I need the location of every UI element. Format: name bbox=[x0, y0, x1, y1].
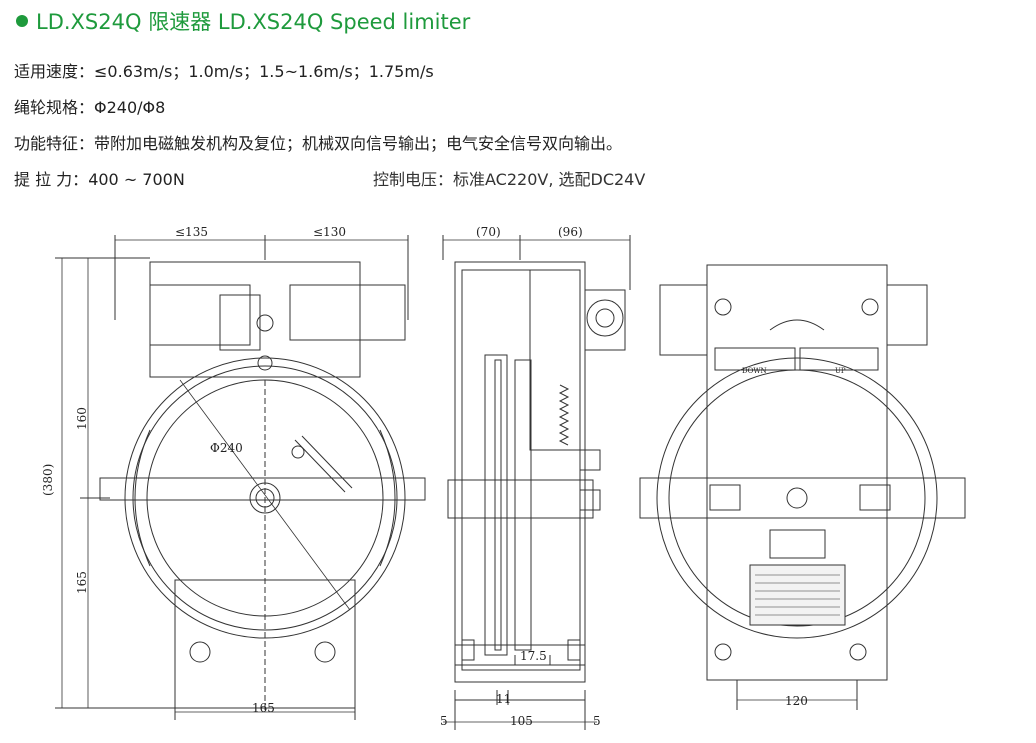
dim-side-left: (70) bbox=[476, 225, 501, 239]
spec-speed: 适用速度：≤0.63m/s；1.0m/s；1.5~1.6m/s；1.75m/s bbox=[14, 58, 434, 82]
dim-side-base: 105 bbox=[510, 714, 533, 728]
spec-voltage: 控制电压：标准AC220V, 选配DC24V bbox=[373, 166, 645, 190]
spec-voltage-value: 标准AC220V, 选配DC24V bbox=[453, 170, 646, 189]
side-view bbox=[442, 235, 631, 730]
rear-label-up: UP bbox=[835, 367, 846, 375]
dim-front-upper-height: 160 bbox=[75, 407, 89, 430]
spec-voltage-label: 控制电压： bbox=[373, 170, 454, 189]
spec-sheave-value: Φ240/Φ8 bbox=[94, 98, 166, 117]
dim-side-groove: 17.5 bbox=[520, 649, 547, 663]
page-title: LD.XS24Q 限速器 LD.XS24Q Speed limiter bbox=[16, 6, 470, 36]
bullet-dot-icon bbox=[16, 15, 28, 27]
spec-sheave: 绳轮规格：Φ240/Φ8 bbox=[14, 94, 165, 118]
spec-function-value: 带附加电磁触发机构及复位；机械双向信号输出；电气安全信号双向输出。 bbox=[94, 134, 623, 153]
spec-sheave-label: 绳轮规格： bbox=[14, 98, 95, 117]
spec-force: 提 拉 力：400 ~ 700N bbox=[14, 166, 185, 190]
spec-speed-value: ≤0.63m/s；1.0m/s；1.5~1.6m/s；1.75m/s bbox=[94, 62, 434, 81]
front-view bbox=[55, 235, 426, 720]
dim-sheave-diameter: Φ240 bbox=[210, 441, 243, 455]
dim-side-margin-right: 5 bbox=[593, 714, 601, 728]
spec-force-value: 400 ~ 700N bbox=[88, 170, 185, 189]
spec-force-label: 提 拉 力： bbox=[14, 170, 89, 189]
spec-function-label: 功能特征： bbox=[14, 134, 95, 153]
rear-label-down: DOWN bbox=[742, 367, 767, 375]
rear-view bbox=[639, 264, 966, 710]
page-title-text: LD.XS24Q 限速器 LD.XS24Q Speed limiter bbox=[36, 10, 471, 34]
dim-side-right: (96) bbox=[558, 225, 583, 239]
dim-front-base-width: 165 bbox=[252, 701, 275, 715]
dim-side-offset: 11 bbox=[496, 692, 511, 706]
dim-front-total-height: (380) bbox=[41, 464, 55, 496]
dim-front-right-width: ≤130 bbox=[313, 225, 346, 239]
spec-function: 功能特征：带附加电磁触发机构及复位；机械双向信号输出；电气安全信号双向输出。 bbox=[14, 130, 622, 154]
dim-front-lower-height: 165 bbox=[75, 571, 89, 594]
dim-front-left-width: ≤135 bbox=[175, 225, 208, 239]
dim-rear-base: 120 bbox=[785, 694, 808, 708]
dim-side-margin-left: 5 bbox=[440, 714, 448, 728]
spec-speed-label: 适用速度： bbox=[14, 62, 95, 81]
